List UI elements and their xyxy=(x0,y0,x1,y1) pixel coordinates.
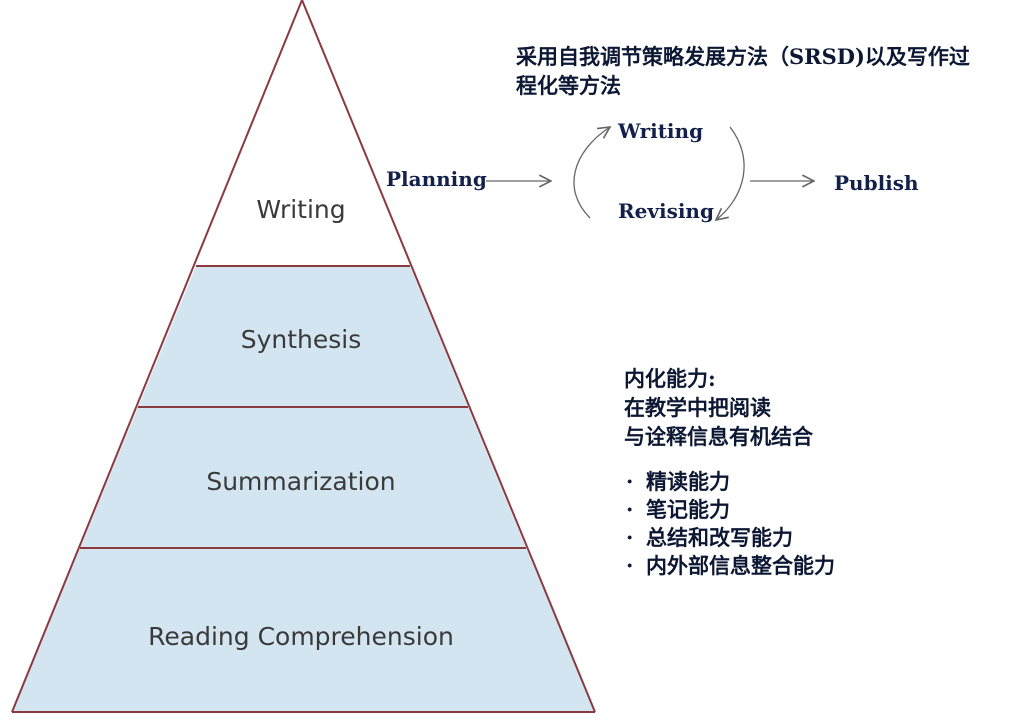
skills-list: · 精读能力 · 笔记能力 · 总结和改写能力 · 内外部信息整合能力 xyxy=(626,468,946,580)
process-planning: Planning xyxy=(386,167,487,191)
tier-label-synthesis: Synthesis xyxy=(241,325,362,354)
skill-label: 笔记能力 xyxy=(646,497,730,522)
tier-synthesis-shape xyxy=(138,266,468,407)
tier-writing-shape xyxy=(196,0,410,266)
process-revising: Revising xyxy=(618,199,714,223)
arrow-writing-to-revising xyxy=(716,126,745,220)
tier-label-summarization: Summarization xyxy=(206,467,395,496)
skill-label: 总结和改写能力 xyxy=(646,525,793,550)
srsd-method-note: 采用自我调节策略发展方法（SRSD)以及写作过程化等方法 xyxy=(516,44,970,98)
skill-label: 精读能力 xyxy=(646,469,730,494)
pyramid-outline xyxy=(11,0,596,713)
skill-item: · 内外部信息整合能力 xyxy=(626,552,946,580)
arrow-revising-to-writing xyxy=(573,127,610,219)
bullet-dot: · xyxy=(626,525,634,550)
bullet-dot: · xyxy=(626,497,634,522)
bullet-dot: · xyxy=(626,469,634,494)
tier-label-writing: Writing xyxy=(256,195,345,224)
process-writing: Writing xyxy=(617,119,703,143)
process-publish: Publish xyxy=(834,171,919,195)
tier-reading-shape xyxy=(12,548,595,712)
skill-item: · 总结和改写能力 xyxy=(626,524,946,552)
bullet-dot: · xyxy=(626,553,634,578)
internalization-title: 内化能力: xyxy=(624,366,716,391)
skill-label: 内外部信息整合能力 xyxy=(646,553,835,578)
process-arrows xyxy=(486,127,814,220)
skill-item: · 精读能力 xyxy=(626,468,946,496)
internalization-line-2: 与诠释信息有机结合 xyxy=(624,424,813,449)
internalization-line-1: 在教学中把阅读 xyxy=(624,395,771,420)
internalization-note: 内化能力: 在教学中把阅读 与诠释信息有机结合 xyxy=(624,364,944,451)
tier-summarization-shape xyxy=(80,407,526,548)
skill-item: · 笔记能力 xyxy=(626,496,946,524)
tier-label-reading-comprehension: Reading Comprehension xyxy=(148,622,454,651)
